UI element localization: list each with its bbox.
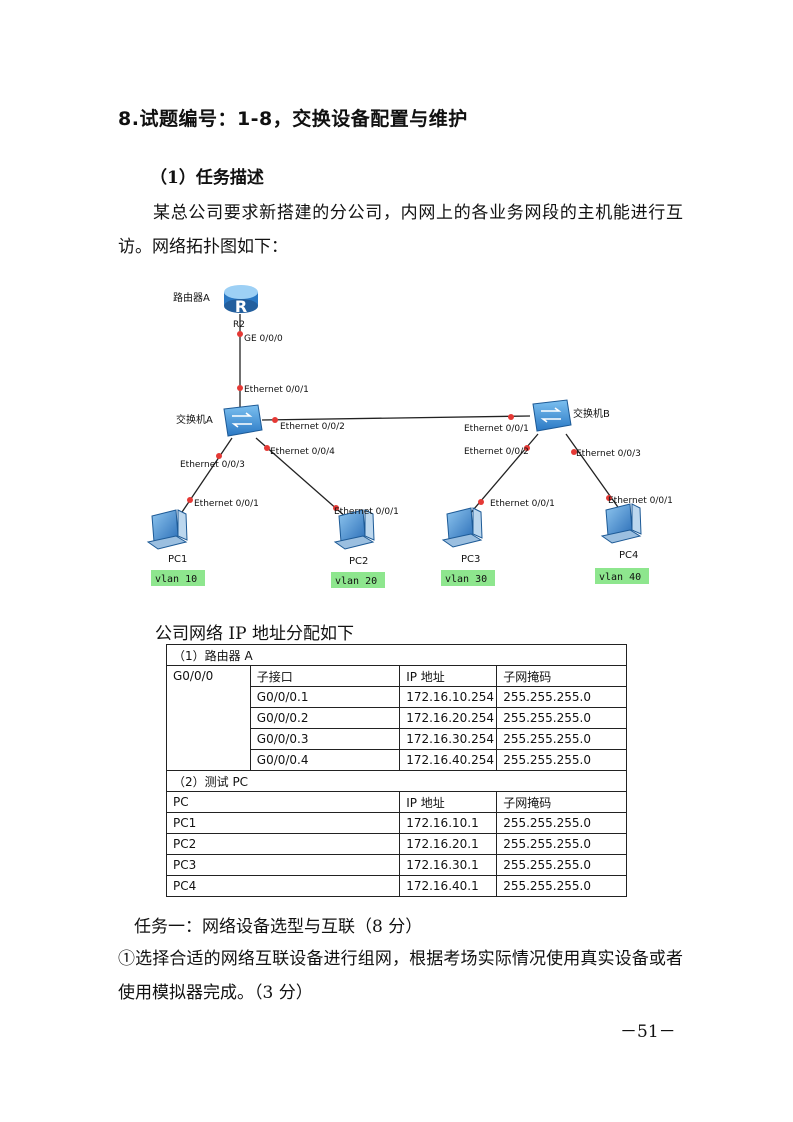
table-cell: G0/0/0.1 [249, 686, 401, 708]
table-row: （2）测试 PC [166, 770, 627, 792]
switch-b-p2-label: Ethernet 0/0/2 [464, 447, 529, 457]
pc3-vlan-badge: vlan 30 [445, 574, 487, 585]
table-cell: 255.255.255.0 [496, 728, 627, 750]
table-cell: 172.16.40.254 [399, 749, 498, 771]
table-cell: 255.255.255.0 [496, 833, 627, 855]
table-cell: 172.16.30.254 [399, 728, 498, 750]
table-cell: 172.16.20.254 [399, 707, 498, 729]
table-cell: PC2 [165, 833, 401, 855]
table-row: G0/0/0 子接口 IP 地址 子网掩码 [166, 665, 627, 771]
router-port-label: GE 0/0/0 [244, 334, 283, 344]
task1-item: ①选择合适的网络互联设备进行组网，根据考场实际情况使用真实设备或者使用模拟器完成… [118, 949, 683, 1003]
table-cell: G0/0/0.4 [249, 749, 401, 771]
router-section-header: （1）路由器 A [166, 644, 627, 666]
pc1-label: PC1 [168, 554, 187, 565]
switch-a-trunk-label: Ethernet 0/0/2 [280, 422, 345, 432]
router-icon-letter: R [235, 297, 247, 316]
table-cell: 255.255.255.0 [496, 875, 627, 897]
pc4-vlan-badge: vlan 40 [599, 572, 641, 583]
pc3-icon [441, 507, 483, 548]
ip-table-caption: 公司网络 IP 地址分配如下 [155, 624, 354, 644]
pc-section-header: （2）测试 PC [166, 770, 627, 792]
table-header-cell: 子网掩码 [496, 665, 627, 687]
switch-b-icon [532, 399, 572, 432]
table-cell: 255.255.255.0 [496, 686, 627, 708]
switch-b-label: 交换机B [573, 407, 610, 420]
table-row: G0/0/0.2 172.16.20.254 255.255.255.0 [167, 707, 627, 729]
link-switch-a-switch-b [261, 415, 531, 421]
router-label: 路由器A [173, 291, 210, 304]
router-name: R2 [233, 320, 245, 330]
link-switch-a-pc2 [255, 437, 348, 519]
table-cell: 172.16.10.1 [399, 812, 498, 834]
pc3-label: PC3 [461, 554, 480, 565]
port-dots [187, 331, 612, 511]
table-cell: 172.16.40.1 [399, 875, 498, 897]
table-cell: PC1 [165, 812, 401, 834]
pc1-vlan-badge: vlan 10 [155, 574, 197, 585]
switch-a-p3-label: Ethernet 0/0/3 [180, 460, 245, 470]
link-switch-a-pc1 [177, 437, 233, 519]
table-cell: 172.16.30.1 [399, 854, 498, 876]
table-cell: 255.255.255.0 [496, 749, 627, 771]
pc4-port-label: Ethernet 0/0/1 [608, 496, 673, 506]
table-row: PC IP 地址 子网掩码 [165, 791, 627, 813]
table-header-cell: IP 地址 [399, 791, 498, 813]
pc2-port-label: Ethernet 0/0/1 [334, 507, 399, 517]
table-cell: 172.16.10.254 [399, 686, 498, 708]
pc1-icon [146, 509, 188, 550]
question-heading: 8.试题编号：1-8，交换设备配置与维护 [118, 108, 468, 130]
pc3-vlan-badge-bg [441, 570, 495, 586]
pc4-label: PC4 [619, 550, 638, 561]
pc2-vlan-badge-bg [331, 572, 385, 588]
table-header-cell: PC [165, 791, 401, 813]
table-header-cell: 子网掩码 [496, 791, 627, 813]
table-cell: 255.255.255.0 [496, 812, 627, 834]
pc3-port-label: Ethernet 0/0/1 [490, 499, 555, 509]
table-row: G0/0/0.4 172.16.40.254 255.255.255.0 [167, 749, 627, 771]
table-header-cell: 子接口 [249, 665, 401, 687]
switch-a-label: 交换机A [176, 413, 213, 426]
switch-a-uplink-label: Ethernet 0/0/1 [244, 385, 309, 395]
table-cell: PC4 [165, 875, 401, 897]
table-cell: 255.255.255.0 [496, 707, 627, 729]
router-icon: R [224, 285, 258, 316]
pc2-vlan-badge: vlan 20 [335, 576, 377, 587]
table-header-cell: IP 地址 [399, 665, 498, 687]
table-cell: 172.16.20.1 [399, 833, 498, 855]
table-cell: 255.255.255.0 [496, 854, 627, 876]
pc2-label: PC2 [349, 556, 368, 567]
table-row: （1）路由器 A [166, 644, 627, 666]
table-cell: G0/0/0.3 [249, 728, 401, 750]
pc1-port-label: Ethernet 0/0/1 [194, 499, 259, 509]
pc1-vlan-badge-bg [151, 570, 205, 586]
pc4-icon [600, 503, 642, 544]
table-row: G0/0/0.1 172.16.10.254 255.255.255.0 [167, 686, 627, 708]
ip-allocation-table: （1）路由器 A G0/0/0 子接口 IP 地址 子网掩码 G0/0/0.1 … [165, 644, 627, 897]
pc4-vlan-badge-bg [595, 568, 649, 584]
section-heading: （1）任务描述 [150, 168, 264, 188]
table-row: PC4 172.16.40.1 255.255.255.0 [165, 875, 627, 897]
table-row: PC1 172.16.10.1 255.255.255.0 [165, 812, 627, 834]
table-cell: G0/0/0.2 [249, 707, 401, 729]
switch-a-p4-label: Ethernet 0/0/4 [270, 447, 335, 457]
switch-b-p3-label: Ethernet 0/0/3 [576, 449, 641, 459]
table-row: PC2 172.16.20.1 255.255.255.0 [165, 833, 627, 855]
page-number: －51－ [620, 1022, 676, 1042]
intro-paragraph: 某总公司要求新搭建的分公司，内网上的各业务网段的主机能进行互访。网络拓扑图如下： [118, 203, 683, 257]
network-topology-diagram: R 路由器A R2 GE 0/0/0 交换机A Ethernet 0/0/1 E… [146, 285, 673, 588]
router-interface-cell: G0/0/0 [166, 665, 251, 771]
pc2-icon [333, 509, 375, 550]
switch-b-trunk-label: Ethernet 0/0/1 [464, 424, 529, 434]
switch-a-icon [223, 404, 263, 437]
task1-heading: 任务一：网络设备选型与互联（8 分） [134, 917, 423, 937]
table-cell: PC3 [165, 854, 401, 876]
table-row: PC3 172.16.30.1 255.255.255.0 [165, 854, 627, 876]
table-row: G0/0/0.3 172.16.30.254 255.255.255.0 [167, 728, 627, 750]
